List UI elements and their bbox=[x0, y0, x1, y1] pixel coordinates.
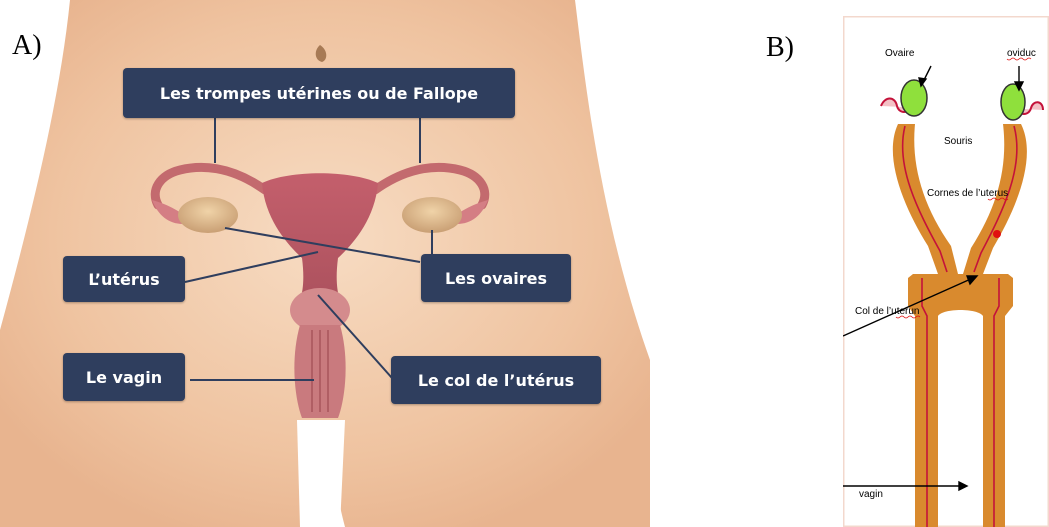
label-cervix-mouse: Col de l’uterun bbox=[855, 306, 919, 317]
label-species: Souris bbox=[944, 136, 972, 147]
panel-b-label: B) bbox=[766, 32, 794, 64]
mouse-reproductive-diagram: Ovaire oviduc Souris Cornes de l’uterus … bbox=[843, 16, 1049, 527]
thigh-gap bbox=[297, 420, 345, 527]
label-oviduct: oviduc bbox=[1007, 48, 1036, 59]
left-ovary bbox=[178, 197, 238, 233]
red-marker-dot bbox=[993, 230, 1001, 238]
label-vagina: Le vagin bbox=[63, 353, 185, 401]
left-ovary-mouse bbox=[901, 80, 927, 116]
label-uterus: L’utérus bbox=[63, 256, 185, 302]
right-ovary-mouse bbox=[1001, 84, 1025, 120]
label-ovary-mouse: Ovaire bbox=[885, 48, 915, 59]
label-ovaries: Les ovaires bbox=[421, 254, 571, 302]
label-fallopian-tubes: Les trompes utérines ou de Fallope bbox=[123, 68, 515, 118]
right-ovary bbox=[402, 197, 462, 233]
label-uterine-horns: Cornes de l’uterus bbox=[927, 188, 1008, 199]
label-vagina-mouse: vagin bbox=[859, 489, 883, 500]
label-cervix: Le col de l’utérus bbox=[391, 356, 601, 404]
